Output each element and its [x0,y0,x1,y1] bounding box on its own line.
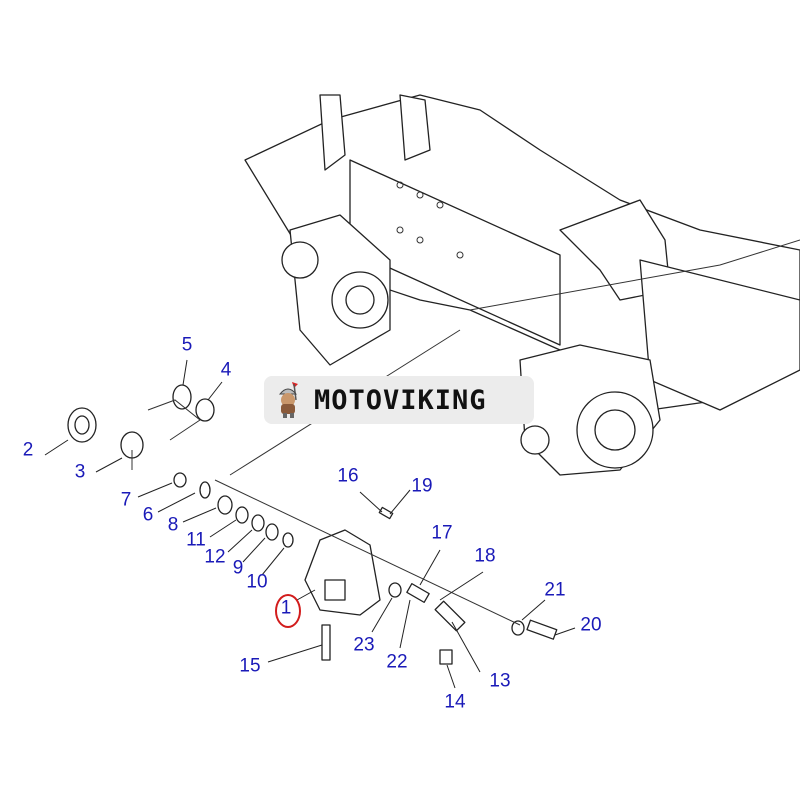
logo-text: MOTOVIKING [314,384,487,416]
callout-13[interactable]: 13 [489,670,511,692]
callout-20[interactable]: 20 [580,614,602,636]
callout-17[interactable]: 17 [431,522,453,544]
callout-19[interactable]: 19 [411,475,433,497]
callout-6[interactable]: 6 [142,504,154,526]
callout-9[interactable]: 9 [232,557,244,579]
callout-1[interactable]: 1 [280,597,292,619]
viking-mascot-icon [278,382,298,418]
callout-11[interactable]: 11 [186,529,206,551]
callout-15[interactable]: 15 [239,655,261,677]
callout-12[interactable]: 12 [204,546,226,568]
callout-10[interactable]: 10 [246,571,268,593]
callout-4[interactable]: 4 [220,359,232,381]
leader-lines [44,359,576,689]
axle-frame-illustration [244,94,800,476]
callout-2[interactable]: 2 [22,439,34,461]
highlight-circle-part-1 [275,594,301,628]
callout-22[interactable]: 22 [386,651,408,673]
callout-18[interactable]: 18 [474,545,496,567]
callout-8[interactable]: 8 [167,514,179,536]
callout-14[interactable]: 14 [444,691,466,713]
callout-7[interactable]: 7 [120,489,132,511]
callout-16[interactable]: 16 [337,465,359,487]
callout-23[interactable]: 23 [353,634,375,656]
callout-5[interactable]: 5 [181,334,193,356]
motoviking-logo: MOTOVIKING [264,376,534,424]
callout-3[interactable]: 3 [74,461,86,483]
exploded-parts-illustration [67,329,558,665]
callout-21[interactable]: 21 [544,579,566,601]
